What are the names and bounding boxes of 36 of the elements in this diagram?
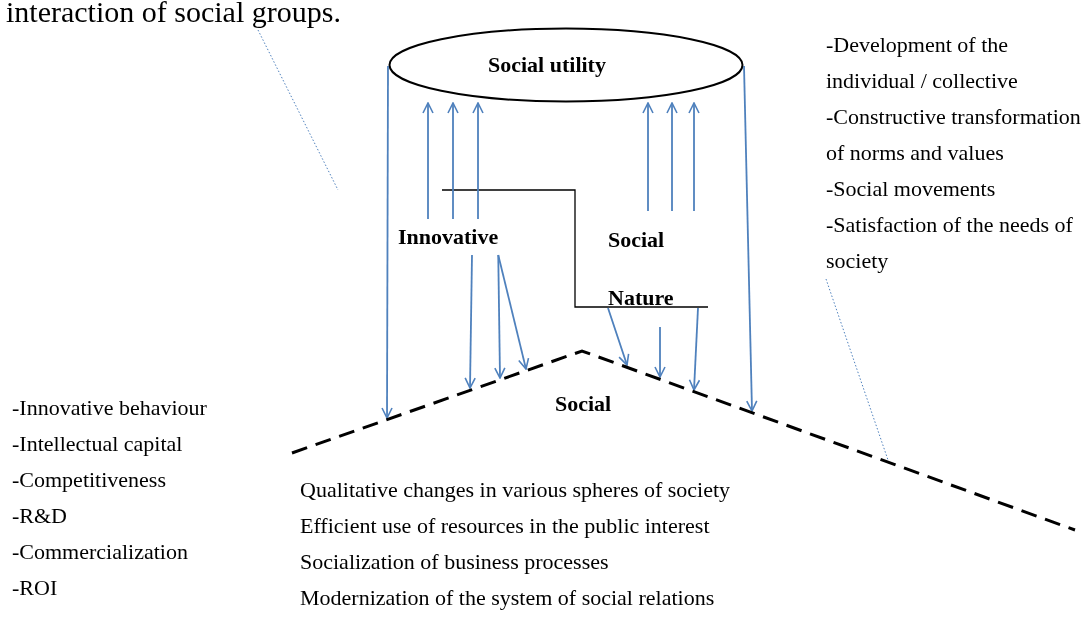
region-label: Social Nature bbox=[608, 211, 698, 327]
list-item: -Social movements bbox=[826, 175, 997, 203]
arrow bbox=[607, 307, 630, 366]
node-label: Social utility bbox=[488, 51, 606, 79]
region-label: Innovative bbox=[398, 219, 499, 255]
node-label: Social bbox=[555, 390, 612, 418]
list-item: -Competitiveness bbox=[12, 466, 166, 494]
list-item: -Intellectual capital bbox=[12, 430, 183, 458]
list-item: Qualitative changes in various spheres of society bbox=[300, 476, 731, 504]
arrow bbox=[688, 307, 701, 391]
arrow bbox=[381, 65, 393, 419]
list-item: -ROI bbox=[12, 574, 58, 602]
list-item: -Satisfaction of the needs of society bbox=[826, 211, 1074, 275]
list-item: Modernization of the system of social relations bbox=[300, 584, 715, 612]
list-item: -Constructive transformation of norms and values bbox=[826, 103, 1082, 167]
arrow bbox=[743, 65, 758, 412]
arrow bbox=[666, 102, 678, 212]
arrow bbox=[464, 254, 476, 389]
arrow bbox=[654, 326, 666, 378]
arrow bbox=[688, 102, 700, 212]
heading-text: interaction of social groups. bbox=[6, 0, 341, 30]
list-item: -R&D bbox=[12, 502, 67, 530]
arrow bbox=[497, 254, 530, 370]
ellipse-node bbox=[388, 27, 744, 103]
arrow bbox=[422, 102, 434, 220]
list-item: Socialization of business processes bbox=[300, 548, 609, 576]
leader-line bbox=[825, 278, 889, 461]
arrow bbox=[447, 102, 459, 220]
list-item: -Commercialization bbox=[12, 538, 188, 566]
list-item: Efficient use of resources in the public interest bbox=[300, 512, 710, 540]
list-item: -Innovative behaviour bbox=[12, 394, 207, 422]
leader-line bbox=[257, 29, 339, 191]
arrow bbox=[472, 102, 484, 220]
arrow bbox=[494, 254, 506, 379]
list-item: -Development of the individual / collective bbox=[826, 31, 1019, 95]
arrow bbox=[642, 102, 654, 212]
